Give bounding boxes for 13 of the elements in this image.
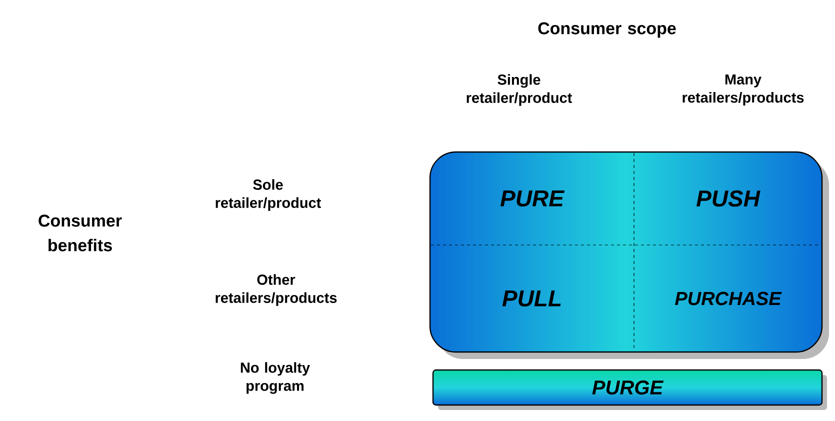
heading: Consumer scope [538, 22, 676, 38]
column-label: Many retailers/products [682, 74, 804, 106]
quadrant-label: PULL [502, 290, 561, 307]
row-label: No loyalty program [240, 362, 310, 394]
matrix-box [429, 151, 829, 359]
column-label: Single retailer/product [466, 74, 572, 106]
axis-label: Consumer benefits [38, 214, 122, 252]
bar: PURGE [432, 369, 827, 410]
row-label: Sole retailer/product [216, 179, 321, 211]
quadrant-label: PUSH [696, 190, 760, 207]
quadrant-label: PURCHASE [675, 292, 782, 306]
quadrant-label: PURE [500, 190, 565, 207]
row-label: Other retailers/products [216, 274, 337, 306]
